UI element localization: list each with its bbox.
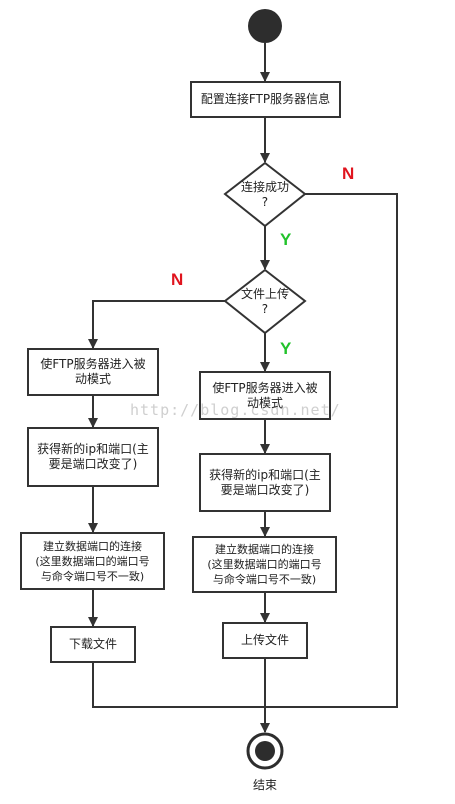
right-upload-label: 上传文件 [240,633,289,647]
start-node [248,9,282,43]
right-getport-label: 获得新的ip和端口(主 要是端口改变了) [209,467,321,497]
left-getport-box [27,427,159,487]
right-passive-label: 使FTP服务器进入被 动模式 [212,380,318,410]
config-label: 配置连接FTP服务器信息 [200,92,331,106]
left-download-box [50,626,136,663]
left-passive-label: 使FTP服务器进入被 动模式 [40,357,146,386]
edge-connected-no [265,193,398,708]
left-download-label: 下载文件 [68,637,117,651]
upload-no-marker: N [171,270,184,289]
left-getport-label: 获得新的ip和端口(主 要是端口改变了) [37,442,149,471]
connected-yes-marker: Y [280,230,292,249]
end-label: 结束 [253,778,278,792]
config-box [190,81,341,118]
upload-yes-marker: Y [280,339,292,358]
connected-label: 连接成功 ? [240,179,289,209]
edge-upload-no [88,300,225,349]
upload-label: 文件上传 ? [240,286,289,316]
right-passive-box [199,371,331,420]
edge-left-end [92,662,265,708]
right-connect-box [192,536,337,593]
end-node-inner [255,741,275,761]
right-getport-box [199,453,331,512]
connected-no-marker: N [342,164,355,183]
left-passive-box [27,348,159,396]
watermark: http://blog.csdn.net/ [130,401,341,419]
left-connect-label: 建立数据端口的连接 (这里数据端口的端口号 与命令端口号不一致) [35,539,150,583]
right-connect-label: 建立数据端口的连接 (这里数据端口的端口号 与命令端口号不一致) [207,543,322,586]
